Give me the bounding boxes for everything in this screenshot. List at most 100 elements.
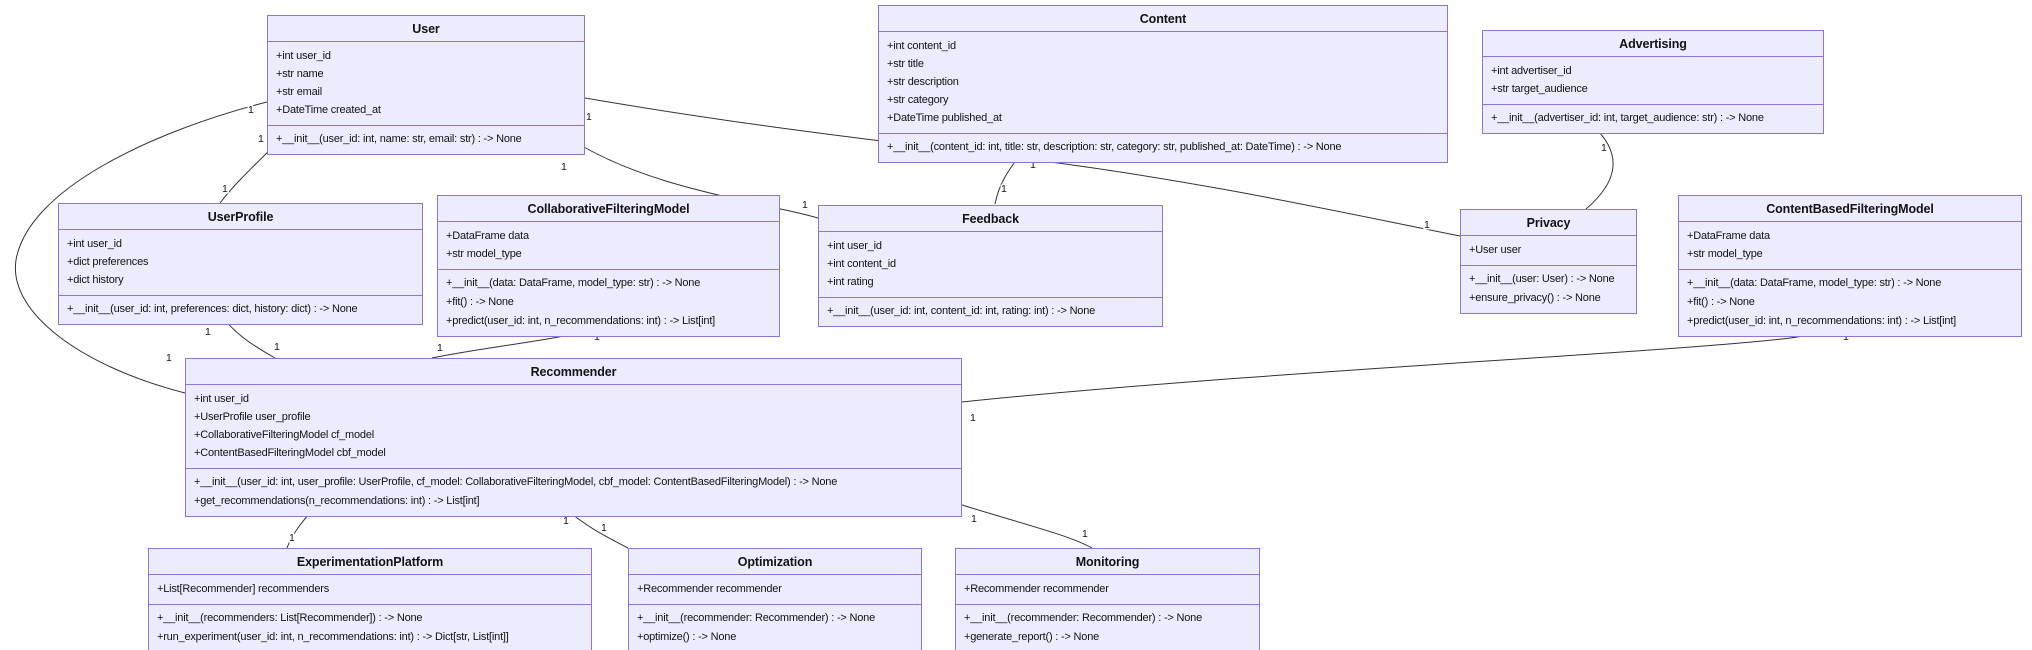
class-box-user: User +int user_id +str name +str email +Date… <box>267 15 585 155</box>
multiplicity-label: 1 <box>601 522 607 534</box>
class-method: +__init__(recommenders: List[Recommender… <box>157 612 423 624</box>
class-methods-section: +__init__(content_id: int, title: str, d… <box>879 133 1447 162</box>
class-attribute: +str model_type <box>446 248 522 260</box>
class-methods-section: +__init__(user_id: int, name: str, email… <box>268 125 584 154</box>
class-method: +fit() : -> None <box>1687 296 1755 308</box>
class-attribute: +Recommender recommender <box>964 583 1109 595</box>
class-attribute: +int user_id <box>67 238 122 250</box>
multiplicity-label: 1 <box>437 342 443 354</box>
class-method: +__init__(recommender: Recommender) : ->… <box>637 612 876 624</box>
association-line-recommender-monitoring <box>961 504 1093 549</box>
class-title: User <box>268 16 584 42</box>
class-attribute: +DataFrame data <box>446 230 529 242</box>
class-attribute: +int content_id <box>887 40 956 52</box>
class-attribute: +int user_id <box>276 50 331 62</box>
class-attributes-section: +int user_id +UserProfile user_profile +Co… <box>186 385 961 468</box>
class-title: Optimization <box>629 549 921 575</box>
class-box-content-based-filtering-model: ContentBasedFilteringModel +DataFrame dat… <box>1678 195 2022 337</box>
class-title: Content <box>879 6 1447 32</box>
class-attribute: +int user_id <box>827 240 882 252</box>
class-attribute: +str name <box>276 68 324 80</box>
class-attribute: +Recommender recommender <box>637 583 782 595</box>
class-box-privacy: Privacy+User user+__init__(user: User) :… <box>1460 209 1637 314</box>
class-attribute: +CollaborativeFilteringModel cf_model <box>194 429 374 441</box>
multiplicity-label: 1 <box>563 515 569 527</box>
class-attribute: +DataFrame data <box>1687 230 1770 242</box>
class-attributes-section: +DataFrame data +str model_type <box>438 222 779 269</box>
class-method: +__init__(data: DataFrame, model_type: s… <box>1687 277 1942 289</box>
class-title: ContentBasedFilteringModel <box>1679 196 2021 222</box>
class-attributes-section: +Recommender recommender <box>629 575 921 604</box>
class-attribute: +UserProfile user_profile <box>194 411 311 423</box>
class-attribute: +str title <box>887 58 924 70</box>
multiplicity-label: 1 <box>586 111 592 123</box>
class-box-feedback: Feedback+int user_id+int content_id+int … <box>818 205 1163 327</box>
class-attribute: +DateTime created_at <box>276 104 381 116</box>
class-box-advertising: Advertising+int advertiser_id+str target… <box>1482 30 1824 134</box>
class-attribute: +str target_audience <box>1491 83 1588 95</box>
class-method: +__init__(user_id: int, content_id: int,… <box>827 305 1096 317</box>
multiplicity-label: 1 <box>561 161 567 173</box>
multiplicity-label: 1 <box>1030 159 1036 171</box>
class-box-content: Content +int content_id +str title +str des… <box>878 5 1448 163</box>
class-box-recommender: Recommender +int user_id +UserProfile user… <box>185 358 962 517</box>
class-attribute: +dict history <box>67 274 124 286</box>
class-attributes-section: +User user <box>1461 236 1636 265</box>
class-methods-section: +__init__(recommenders: List[Recommender… <box>149 604 591 650</box>
class-method: +optimize() : -> None <box>637 631 737 643</box>
class-method: +ensure_privacy() : -> None <box>1469 292 1601 304</box>
class-title: Feedback <box>819 206 1162 232</box>
class-title: Advertising <box>1483 31 1823 57</box>
multiplicity-label: 1 <box>970 412 976 424</box>
class-attribute: +str email <box>276 86 322 98</box>
class-box-user-profile: UserProfile +int user_id +dict preferences… <box>58 203 423 325</box>
class-method: +__init__(advertiser_id: int, target_aud… <box>1491 112 1764 124</box>
class-attribute: +int rating <box>827 276 874 288</box>
class-box-experimentation-platform: ExperimentationPlatform+List[Recommender… <box>148 548 592 650</box>
association-line-user-recommender <box>14 101 268 394</box>
class-attributes-section: +int user_id +dict preferences +dict histo… <box>59 230 422 295</box>
class-title: Recommender <box>186 359 961 385</box>
multiplicity-label: 1 <box>274 341 280 353</box>
multiplicity-label: 1 <box>1082 528 1088 540</box>
class-title: CollaborativeFilteringModel <box>438 196 779 222</box>
class-method: +__init__(user_id: int, preferences: dic… <box>67 303 358 315</box>
class-methods-section: +__init__(data: DataFrame, model_type: s… <box>1679 269 2021 336</box>
class-methods-section: +__init__(data: DataFrame, model_type: s… <box>438 269 779 336</box>
class-method: +get_recommendations(n_recommendations: … <box>194 495 480 507</box>
class-methods-section: +__init__(user_id: int, preferences: dic… <box>59 295 422 324</box>
class-attribute: +str category <box>887 94 949 106</box>
class-attributes-section: +List[Recommender] recommenders <box>149 575 591 604</box>
class-method: +__init__(user: User) : -> None <box>1469 273 1615 285</box>
class-method: +fit() : -> None <box>446 296 514 308</box>
class-attribute: +int user_id <box>194 393 249 405</box>
multiplicity-label: 1 <box>1843 331 1849 343</box>
class-methods-section: +__init__(advertiser_id: int, target_aud… <box>1483 104 1823 133</box>
class-attributes-section: +int user_id +int content_id +int rating <box>819 232 1162 297</box>
class-attributes-section: +int content_id +str title +str descriptio… <box>879 32 1447 133</box>
class-methods-section: +__init__(user_id: int, content_id: int,… <box>819 297 1162 326</box>
class-attribute: +ContentBasedFilteringModel cbf_model <box>194 447 386 459</box>
class-methods-section: +__init__(recommender: Recommender) : ->… <box>629 604 921 650</box>
class-title: UserProfile <box>59 204 422 230</box>
multiplicity-label: 1 <box>222 183 228 195</box>
class-box-monitoring: Monitoring+Recommender recommender+__ini… <box>955 548 1260 650</box>
class-attribute: +str description <box>887 76 959 88</box>
class-method: +generate_report() : -> None <box>964 631 1100 643</box>
association-line-advertising-privacy <box>1585 124 1614 210</box>
multiplicity-label: 1 <box>1424 219 1430 231</box>
class-method: +__init__(recommender: Recommender) : ->… <box>964 612 1203 624</box>
multiplicity-label: 1 <box>1601 142 1607 154</box>
multiplicity-label: 1 <box>258 133 264 145</box>
class-attribute: +List[Recommender] recommenders <box>157 583 330 595</box>
class-attribute: +dict preferences <box>67 256 149 268</box>
class-attributes-section: +Recommender recommender <box>956 575 1259 604</box>
class-attribute: +DateTime published_at <box>887 112 1002 124</box>
class-attribute: +int content_id <box>827 258 896 270</box>
multiplicity-label: 1 <box>971 513 977 525</box>
class-methods-section: +__init__(user_id: int, user_profile: Us… <box>186 468 961 516</box>
class-method: +__init__(content_id: int, title: str, d… <box>887 141 1342 153</box>
class-attributes-section: +int advertiser_id+str target_audience <box>1483 57 1823 104</box>
multiplicity-label: 1 <box>594 331 600 343</box>
